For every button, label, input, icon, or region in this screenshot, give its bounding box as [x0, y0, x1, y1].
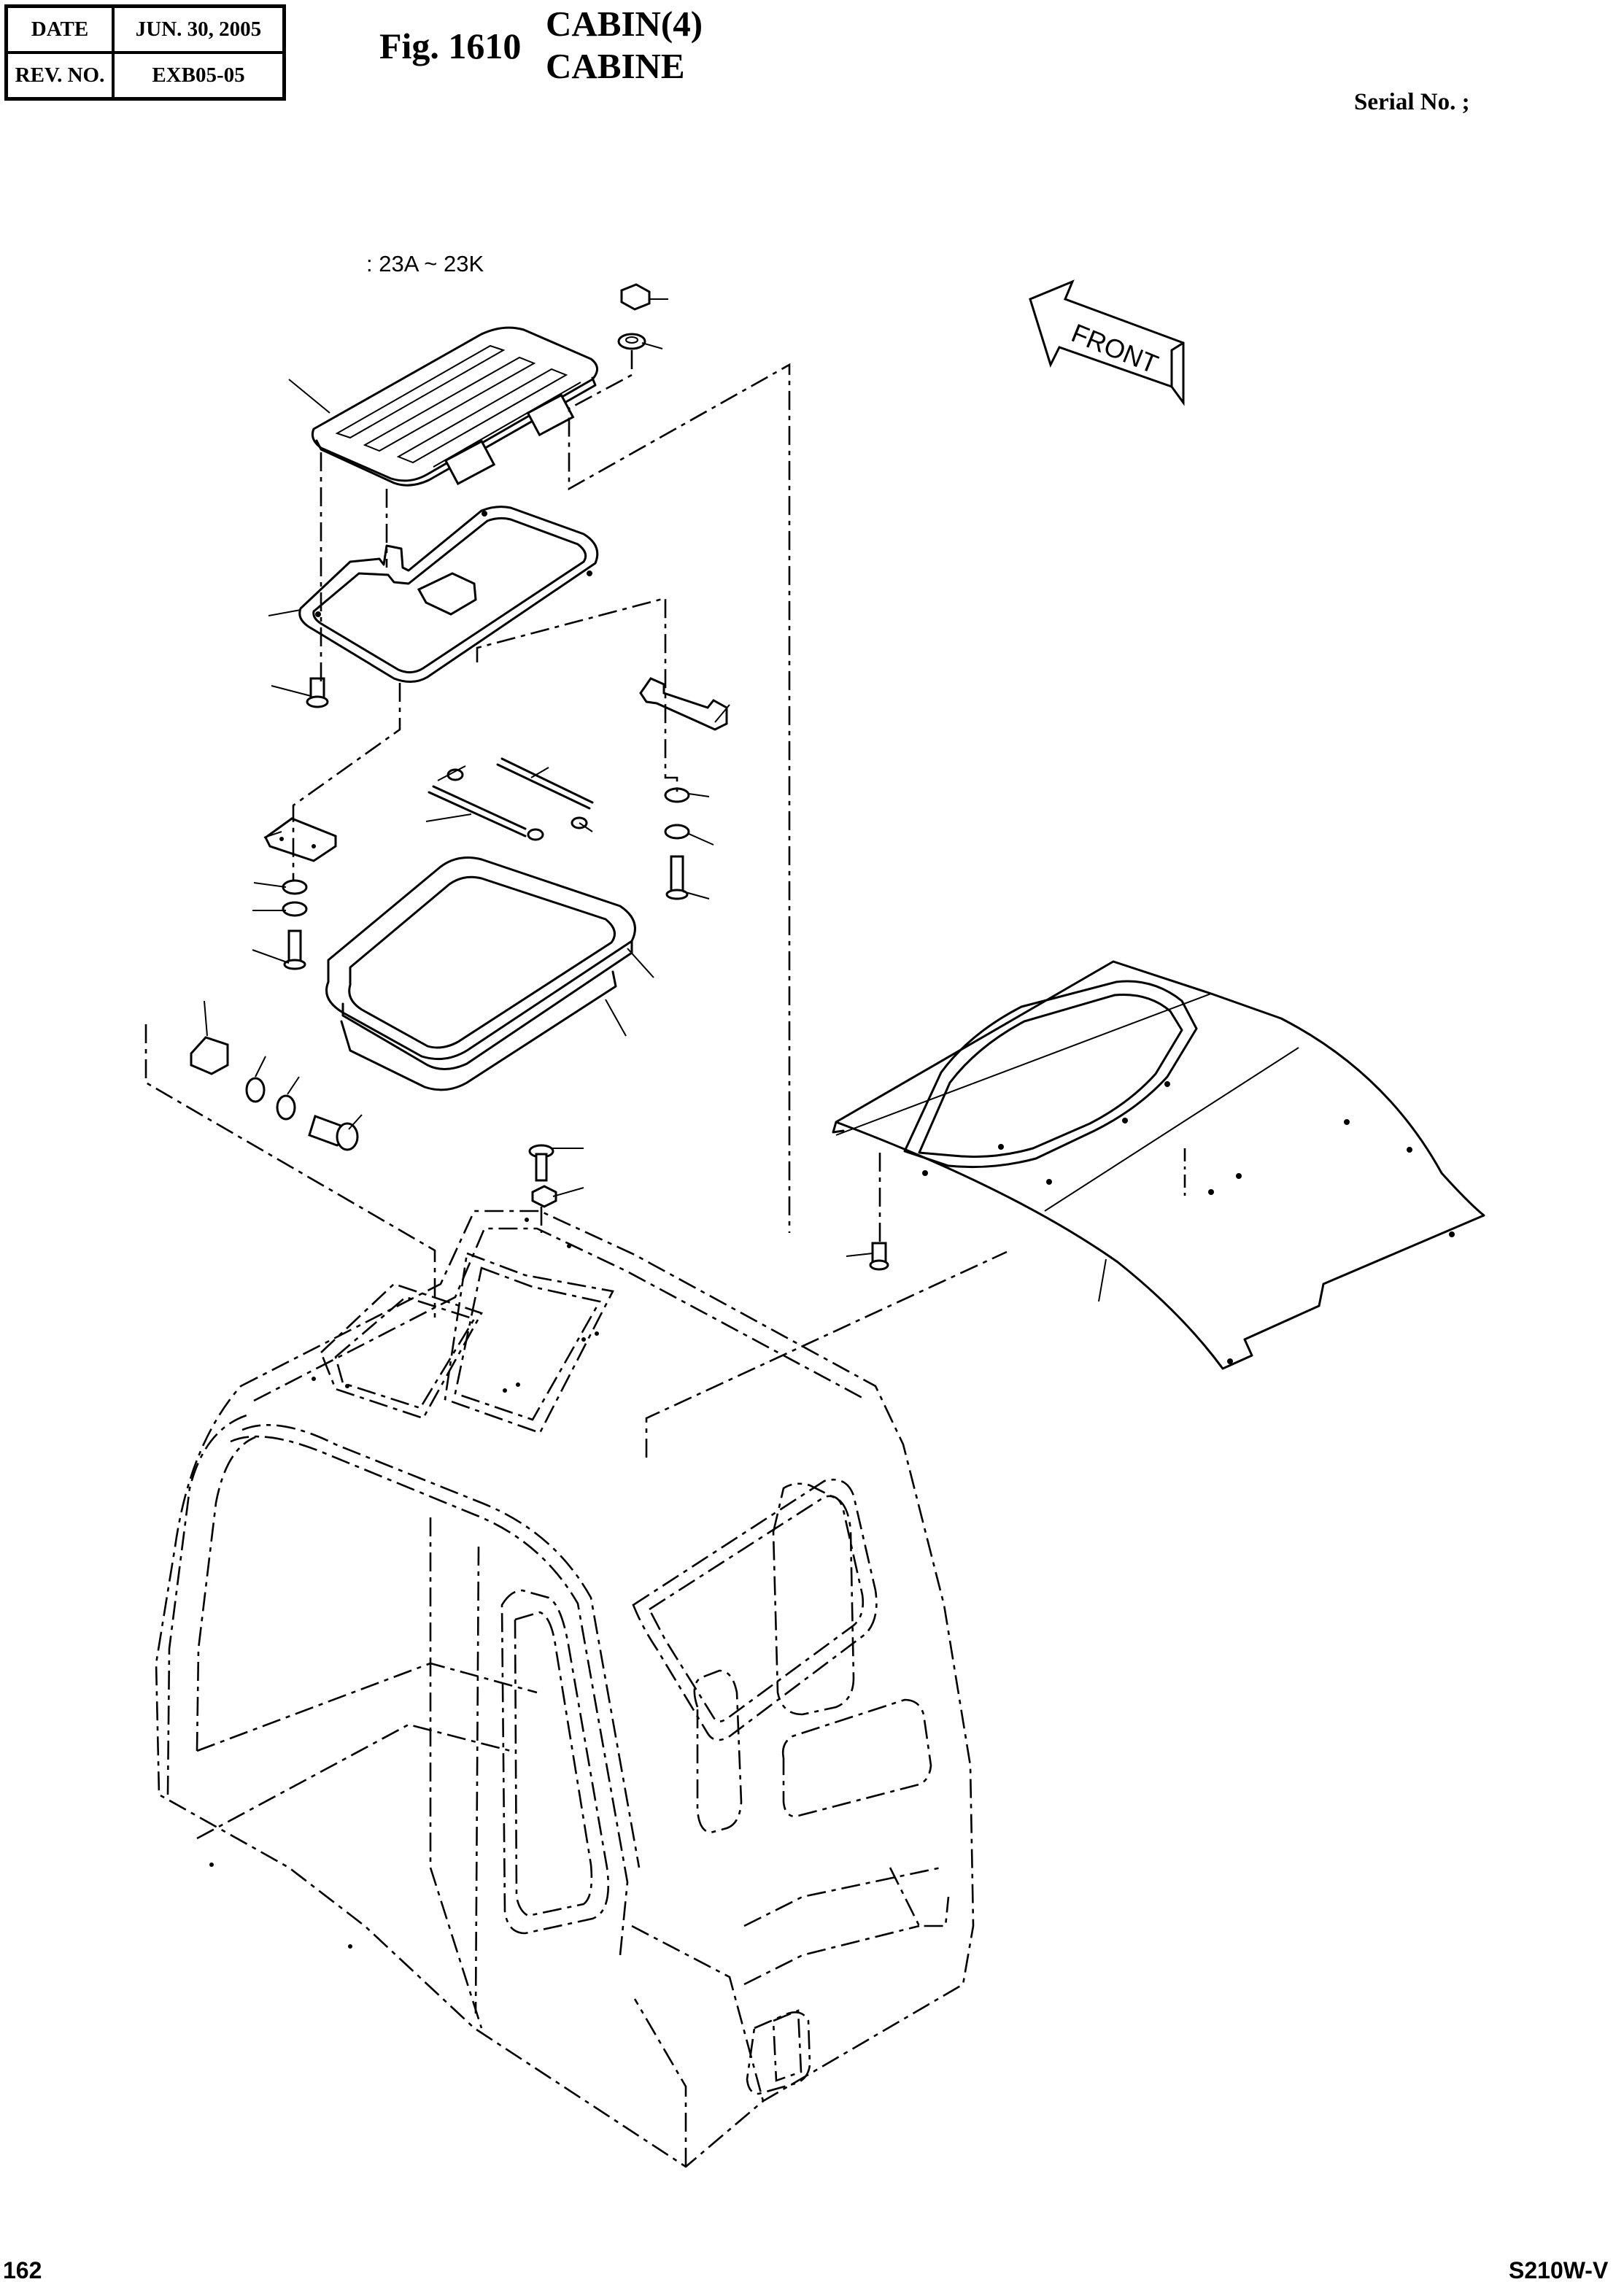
rev-label: REV. NO.	[7, 53, 113, 98]
bolt-4-icon	[528, 1144, 557, 1208]
figure-title: CABIN(4) CABINE	[546, 3, 703, 88]
model-number: S210W-V	[1509, 2257, 1609, 2283]
date-label: DATE	[7, 7, 113, 53]
bolt-3-icon	[664, 787, 690, 900]
front-arrow-icon: FRONT	[1029, 279, 1185, 406]
serial-number-label: Serial No. ;	[1354, 89, 1470, 115]
cabin-body	[155, 1210, 975, 2168]
assembly-lines	[144, 350, 1186, 1458]
leader-lines	[204, 298, 1107, 1302]
rev-value: EXB05-05	[113, 53, 284, 98]
grab-handle	[639, 677, 728, 731]
page-number: 162	[3, 2257, 42, 2283]
hatch-frame	[298, 506, 599, 683]
hatch-lid	[311, 326, 598, 487]
date-value: JUN. 30, 2005	[113, 7, 284, 53]
title-line-1: CABIN(4)	[546, 4, 703, 44]
gas-struts	[428, 757, 594, 841]
nut-washer-icon	[617, 283, 651, 350]
bolt-5-icon	[869, 1242, 889, 1271]
bolt-1-icon	[306, 677, 329, 708]
figure-number: Fig. 1610	[379, 26, 522, 66]
hinge-bracket	[264, 817, 337, 862]
title-line-2: CABINE	[546, 46, 685, 86]
bolt-2-icon	[282, 879, 308, 970]
revision-table: DATE JUN. 30, 2005 REV. NO. EXB05-05	[4, 4, 286, 101]
seal-ring	[325, 856, 636, 1091]
roof-panel	[832, 960, 1485, 1370]
latch-assembly	[190, 1036, 359, 1151]
part-range-label: : 23A ~ 23K	[366, 251, 484, 276]
